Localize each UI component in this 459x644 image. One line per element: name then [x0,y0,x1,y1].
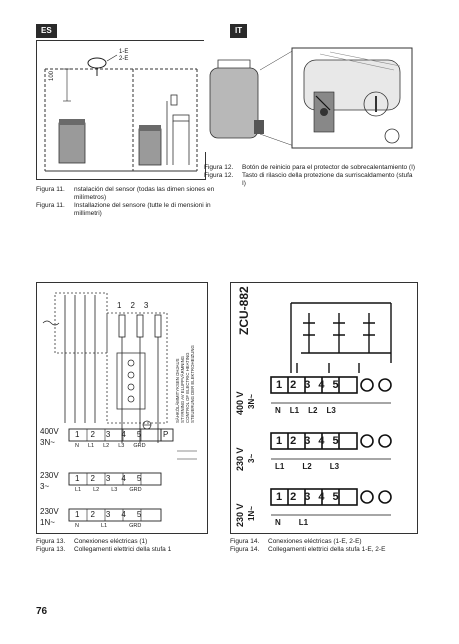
fig13-p-box: P [163,430,169,439]
fig13-block1-phase: 3N~ [40,438,55,447]
fig13-block3-phase: 1N~ [40,518,55,527]
figure-12-drawing [209,47,413,149]
figure-12-reset-button [204,40,416,152]
figure-13-captions: Figura 13.Conexiones eléctricas (1) Figu… [36,538,172,553]
figure-11-captions: Figura 11.nstalación del sensor (todas l… [36,186,215,217]
figure-13-drawing [42,292,197,522]
fig13-block2-phase: 3~ [40,482,50,491]
fig14-model-label: ZCU-882 [237,286,251,335]
figure-11-sensor-installation: 1-E 2-E 100 [36,40,206,180]
fig13-block2-voltage: 230V [40,471,59,480]
figure-14-captions: Figura 14.Conexiones eléctricas (1-E, 2-… [230,538,386,553]
fig13-block1-voltage: 400V [40,427,59,436]
dimension-label: 100 [49,70,55,81]
figure-12-captions: Figura 12.Botón de reinicio para el prot… [204,164,416,187]
page-number: 76 [36,606,48,617]
fig13-warning-text: SÄHKÖLÄMMITYKSEN OHJAUS STYRNING AV ELUP… [175,345,195,423]
fig14-block3-voltage: 230 V [235,503,245,527]
language-tag-it: IT [230,24,248,38]
fig14-block2-phase: 3~ [247,453,256,463]
fig13-block3-voltage: 230V [40,507,59,516]
fig14-block2-voltage: 230 V [235,447,245,471]
sensor-model-label: 1-E 2-E [119,49,129,62]
language-tag-es: ES [36,24,57,38]
fig14-block1-phase: 3N~ [247,394,256,409]
figure-14-drawing [270,302,392,516]
figure-11-drawing [44,54,198,172]
fig14-block1-voltage: 400 V [235,391,245,415]
fig14-block3-phase: 1N~ [247,506,256,521]
